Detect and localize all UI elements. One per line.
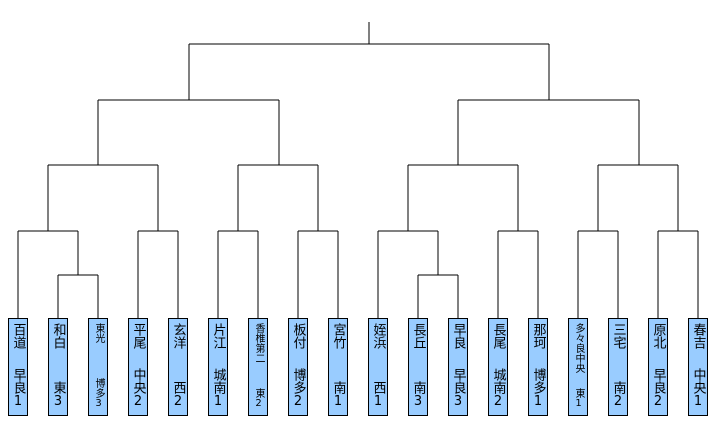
bracket-r2-7 [577,230,619,318]
team-box: 和白 東3 [48,318,68,416]
team-box: 原北 早良2 [648,318,668,416]
team-name: 玄洋 [170,323,186,349]
team-box: 宮竹 南1 [328,318,348,416]
team-name: 長丘 [410,323,426,349]
team-name: 早良 [450,323,466,349]
team-district: 博多3 [93,378,104,409]
bracket-qf-1 [47,164,159,231]
bracket-semi-right [457,99,640,165]
team-district: 城南1 [210,368,226,409]
bracket-r2-3 [217,230,259,318]
team-box: 百道 早良1 [8,318,28,416]
team-name: 宮竹 [330,323,346,349]
bracket-r1-b [417,274,459,318]
team-name: 百道 [10,323,26,349]
team-name: 和白 [50,323,66,349]
team-district: 城南2 [490,368,506,409]
team-box: 早良 早良3 [448,318,468,416]
team-district: 早良2 [650,368,666,409]
bracket-r2-1 [17,230,79,318]
team-name: 板付 [290,323,306,349]
team-district: 南1 [330,381,346,409]
bracket-r2-4 [297,230,339,318]
team-name: 東光 [93,323,104,343]
bracket-semi-left [97,99,280,165]
bracket-r2-2 [137,230,179,318]
team-district: 早良1 [10,368,26,409]
team-district: 東2 [253,388,264,409]
team-box: 長丘 南3 [408,318,428,416]
team-box: 片江 城南1 [208,318,228,416]
team-name: 那珂 [530,323,546,349]
team-box: 平尾 中央2 [128,318,148,416]
team-box: 多々良中央 東1 [568,318,588,416]
bracket-r2-6 [497,230,539,318]
bracket-qf-3 [407,164,519,231]
bracket-r1-a [57,274,99,318]
bracket-r2-5 [377,230,439,318]
team-district: 西2 [170,381,186,409]
team-name: 片江 [210,323,226,349]
team-name: 平尾 [130,323,146,349]
team-box: 香椎第二 東2 [248,318,268,416]
team-name: 原北 [650,323,666,349]
team-box: 玄洋 西2 [168,318,188,416]
bracket-final [188,22,550,100]
team-district: 中央2 [130,368,146,409]
team-name: 三宅 [610,323,626,349]
team-name: 長尾 [490,323,506,349]
team-district: 南3 [410,381,426,409]
bracket-r2-8 [657,230,699,318]
team-district: 東1 [573,388,584,409]
team-name: 姪浜 [370,323,386,349]
team-district: 東3 [50,381,66,409]
team-box: 板付 博多2 [288,318,308,416]
team-district: 西1 [370,381,386,409]
team-name: 春吉 [690,323,706,349]
team-box: 東光 博多3 [88,318,108,416]
team-name: 香椎第二 [253,323,264,363]
team-name: 多々良中央 [573,323,584,373]
bracket-qf-2 [237,164,319,231]
bracket-qf-4 [597,164,679,231]
team-box: 長尾 城南2 [488,318,508,416]
team-district: 博多1 [530,368,546,409]
team-box: 那珂 博多1 [528,318,548,416]
team-district: 博多2 [290,368,306,409]
team-district: 中央1 [690,368,706,409]
team-district: 早良3 [450,368,466,409]
team-box: 姪浜 西1 [368,318,388,416]
team-box: 三宅 南2 [608,318,628,416]
team-district: 南2 [610,381,626,409]
team-box: 春吉 中央1 [688,318,708,416]
